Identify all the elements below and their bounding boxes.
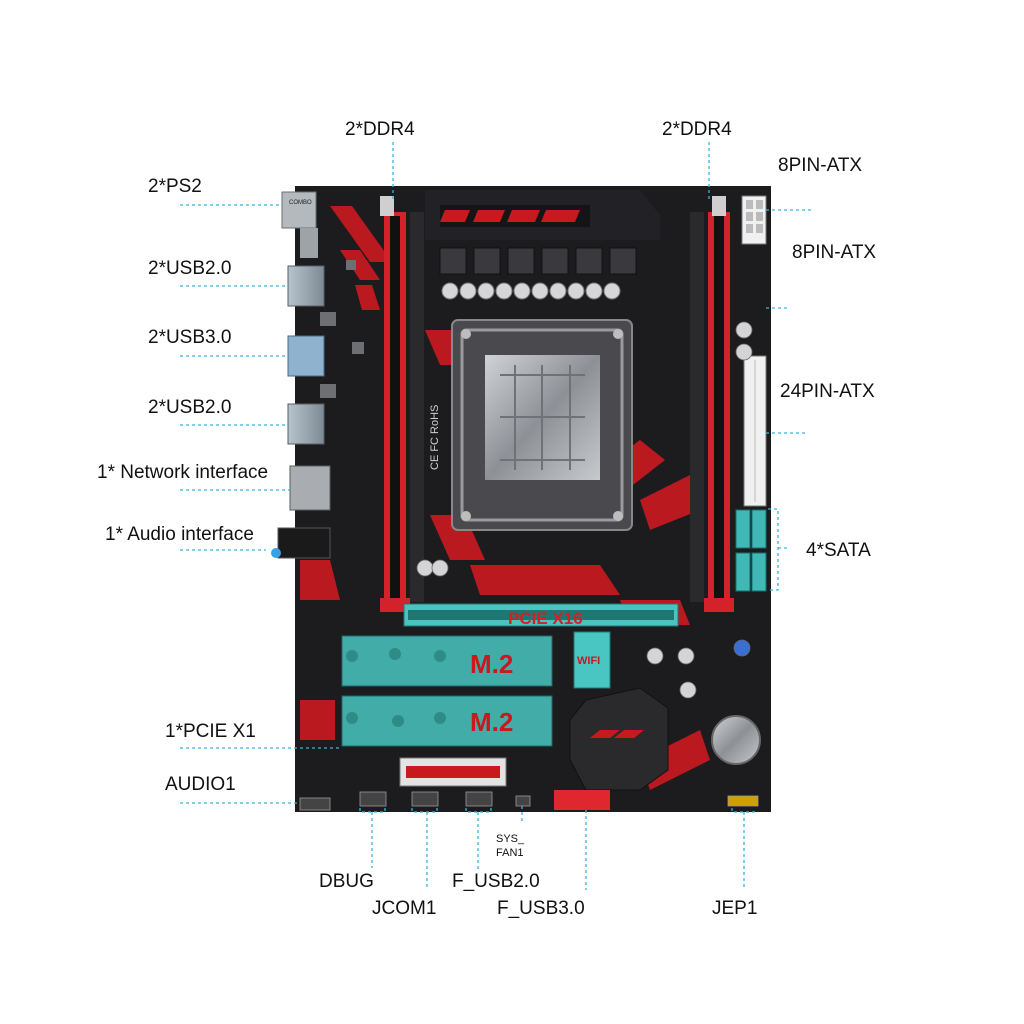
cmos-battery (711, 715, 761, 765)
m2-slot-bottom: M.2 (341, 695, 553, 747)
label-8pin-atx-second: 8PIN-ATX (792, 242, 876, 263)
label-usb20-a: 2*USB2.0 (148, 258, 231, 279)
label-jep1: JEP1 (712, 898, 757, 919)
label-f-usb30: F_USB3.0 (497, 898, 585, 919)
leader-lines (180, 142, 812, 890)
cpu-socket (451, 319, 633, 531)
audio-port (277, 527, 331, 559)
label-sys-fan1-line2: FAN1 (496, 847, 524, 859)
cert-marks: CE FC RoHS (429, 405, 441, 470)
label-dbug: DBUG (319, 871, 374, 892)
vrm-heatsink (425, 190, 660, 240)
misc-components (416, 321, 753, 699)
ps2-port (281, 191, 317, 229)
label-jcom1: JCOM1 (372, 898, 436, 919)
chipset-heatsink (569, 687, 669, 791)
network-port (289, 465, 331, 511)
sata-ports (735, 509, 767, 592)
label-24pin-atx: 24PIN-ATX (780, 381, 875, 402)
dimm-slot-left (380, 196, 424, 612)
ps2-port-text: COMBO (289, 200, 312, 206)
label-4-sata: 4*SATA (806, 540, 871, 561)
label-sys-fan1-line1: SYS_ (496, 833, 525, 845)
dimm-slot-right (690, 196, 734, 612)
usb30-port (287, 335, 325, 377)
rear-io-ports: COMBO (271, 191, 364, 559)
wifi-label: WIFI (577, 655, 600, 667)
label-usb20-b: 2*USB2.0 (148, 397, 231, 418)
atx-24pin-connector (743, 355, 767, 507)
label-pcie-x1: 1*PCIE X1 (165, 721, 256, 742)
wifi-slot: WIFI (573, 631, 611, 689)
usb20-port-a (287, 265, 325, 307)
m2-slot-top: M.2 (341, 635, 553, 687)
atx-8pin-connector (741, 195, 767, 245)
pcie-x16-slot: PCIE X16 (403, 603, 679, 628)
f-usb30-header (554, 790, 610, 810)
label-f-usb20: F_USB2.0 (452, 871, 540, 892)
m2-bottom-label: M.2 (470, 707, 513, 737)
label-ddr4-left: 2*DDR4 (345, 119, 415, 140)
pcie-x16-label: PCIE X16 (508, 609, 583, 628)
m2-top-label: M.2 (470, 649, 513, 679)
callout-labels: 2*DDR4 2*DDR4 8PIN-ATX 8PIN-ATX 24PIN-AT… (97, 119, 876, 919)
vrm-capacitors (441, 282, 621, 300)
label-usb30: 2*USB3.0 (148, 327, 231, 348)
motherboard-board: CE FC RoHS COMBO (271, 186, 771, 812)
usb20-port-b (287, 403, 325, 445)
vrm-chokes (439, 247, 637, 275)
label-audio-interface: 1* Audio interface (105, 524, 254, 545)
front-headers (299, 791, 759, 811)
label-network-interface: 1* Network interface (97, 462, 268, 483)
label-8pin-atx-top: 8PIN-ATX (778, 155, 862, 176)
pcie-x1-slot (399, 757, 507, 787)
label-audio1: AUDIO1 (165, 774, 236, 795)
label-2-ps2: 2*PS2 (148, 176, 202, 197)
label-ddr4-right: 2*DDR4 (662, 119, 732, 140)
